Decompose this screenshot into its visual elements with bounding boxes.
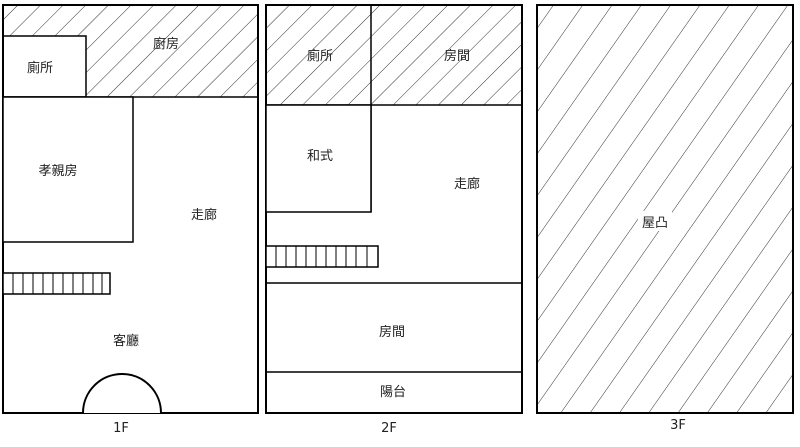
label-1f-parents: 孝親房: [38, 163, 77, 179]
floor-label-2f: 2F: [381, 421, 397, 436]
label-2f-corridor: 走廊: [454, 176, 480, 192]
entrance-arch: [82, 373, 162, 414]
stairs-2f: [265, 245, 379, 268]
floor-1f: 廁所 廚房 孝親房 走廊 客廳 1F: [2, 4, 259, 436]
room-1f-toilet: [2, 35, 87, 98]
floor-2f: 廁所 房間 和式 走廊 房間 陽台 2F: [265, 4, 523, 436]
label-2f-japanese: 和式: [307, 149, 333, 164]
floor-label-3f: 3F: [670, 418, 686, 433]
label-1f-corridor: 走廊: [191, 207, 217, 223]
label-1f-kitchen: 廚房: [153, 36, 179, 52]
label-2f-toilet: 廁所: [307, 48, 333, 64]
3f-label-bg: [638, 211, 672, 231]
label-3f-rooftop: 屋凸: [642, 216, 668, 231]
floor-label-1f: 1F: [113, 421, 129, 436]
label-1f-toilet: 廁所: [27, 60, 53, 76]
label-2f-room-top: 房間: [444, 48, 470, 64]
room-2f-japanese: [265, 104, 372, 213]
label-1f-living: 客廳: [113, 333, 139, 349]
floor-3f: 屋凸 3F: [536, 4, 794, 433]
room-1f-parents: [2, 96, 134, 243]
stairs-1f: [2, 272, 111, 295]
label-2f-room-bottom: 房間: [379, 324, 405, 340]
2f-top-hatch: [266, 5, 522, 105]
label-2f-balcony: 陽台: [380, 385, 406, 400]
floor-3f-outline: [536, 4, 794, 414]
3f-hatch: [537, 5, 793, 413]
